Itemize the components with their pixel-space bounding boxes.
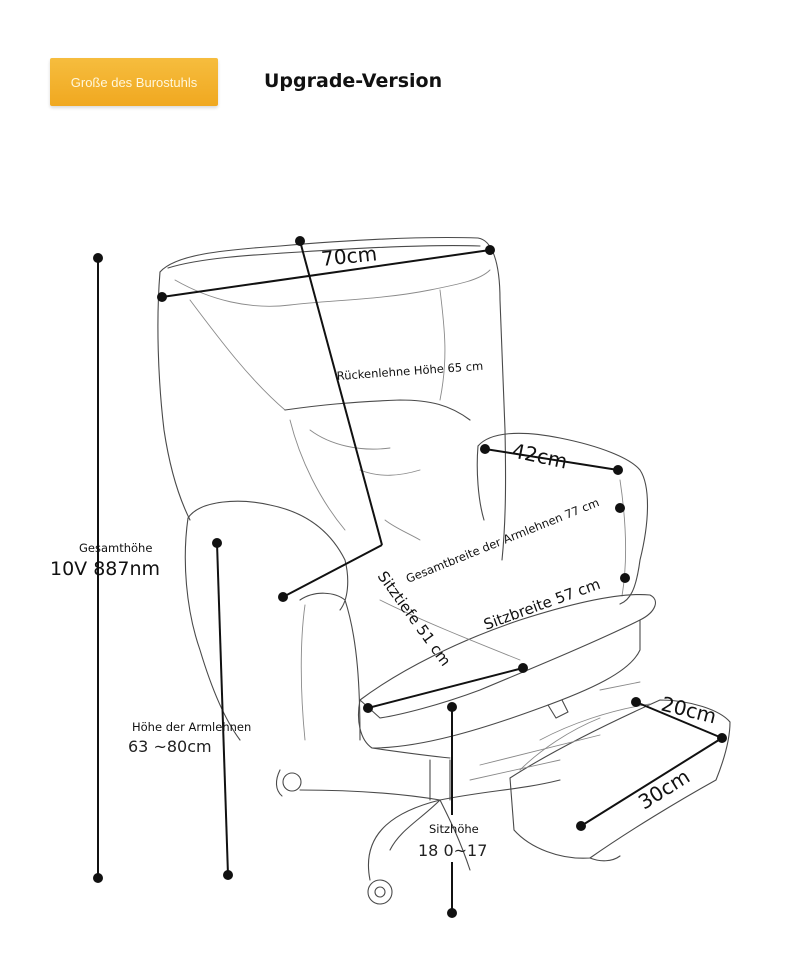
dimension-dot: [93, 873, 103, 883]
total-height-label: Gesamthöhe: [79, 541, 152, 555]
arm-depth-line: [282, 544, 383, 598]
dimension-dot: [278, 592, 288, 602]
dimension-dot: [576, 821, 586, 831]
dimension-dot: [447, 908, 457, 918]
footrest-length-line: [580, 737, 723, 827]
dimension-dot: [363, 703, 373, 713]
dimension-dot: [620, 573, 630, 583]
backrest-height-line: [299, 240, 383, 546]
chair-sketch: [157, 236, 731, 905]
dimension-dot: [615, 503, 625, 513]
seat-front-line: [367, 667, 524, 709]
seat-height-label: Sitzhöhe: [429, 822, 479, 836]
size-badge-label: Große des Burostuhls: [70, 74, 198, 90]
dimension-dot: [518, 663, 528, 673]
dimension-dot: [480, 444, 490, 454]
dimension-dot: [212, 538, 222, 548]
total-height-value: 10V 887nm: [50, 558, 160, 580]
armrest-total-width-label: Gesamtbreite der Armlehnen 77 cm: [404, 495, 601, 586]
dimension-dot: [93, 253, 103, 263]
armrest-length-label: 42cm: [510, 438, 570, 473]
dimension-dot: [613, 465, 623, 475]
armrest-height-line: [216, 542, 229, 876]
seat-width-label: Sitzbreite 57 cm: [481, 575, 603, 634]
dimension-dot: [447, 702, 457, 712]
dimension-dot: [223, 870, 233, 880]
backrest-width-line: [161, 249, 491, 298]
footrest-width-label: 20cm: [659, 692, 719, 729]
size-badge: Große des Burostuhls: [50, 58, 218, 106]
dimension-labels: 70cm Rückenlehne Höhe 65 cm 42cm Gesamtb…: [50, 241, 719, 860]
armrest-height-value: 63 ~80cm: [128, 737, 212, 756]
footrest-length-label: 30cm: [634, 764, 694, 814]
dimension-dot: [157, 292, 167, 302]
dimension-dot: [631, 697, 641, 707]
backrest-width-label: 70cm: [320, 241, 378, 271]
seat-height-value: 18 0~17: [418, 841, 487, 860]
dimension-dot: [485, 245, 495, 255]
dimension-lines: [93, 236, 727, 918]
armrest-length-line: [484, 448, 619, 471]
footrest-width-line: [635, 701, 723, 739]
page-title: Upgrade-Version: [264, 70, 443, 92]
dimension-dot: [295, 236, 305, 246]
armrest-height-label: Höhe der Armlehnen: [132, 720, 251, 734]
backrest-height-label: Rückenlehne Höhe 65 cm: [336, 359, 483, 383]
